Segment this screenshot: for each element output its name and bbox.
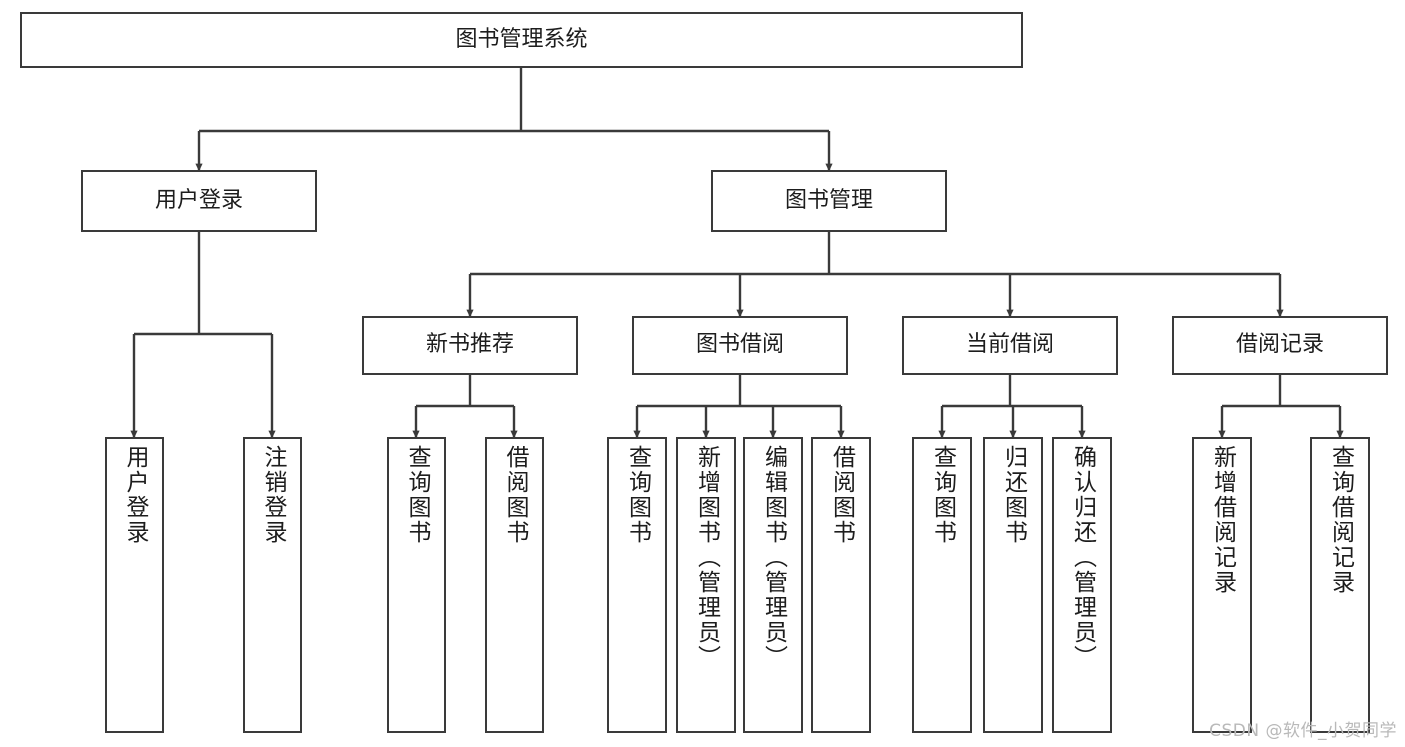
node-label: 注销登录	[260, 445, 286, 545]
node-label: 当前借阅	[965, 332, 1054, 358]
level2-node-图书管理-1[interactable]: 图书管理	[711, 170, 947, 232]
node-label: 查询图书	[624, 445, 651, 545]
node-label: 借阅图书	[828, 445, 855, 545]
node-label: 图书管理系统	[455, 26, 588, 52]
node-label: 编辑图书（管理员）	[760, 445, 787, 670]
leaf-node-查询图书-2[interactable]: 查询图书	[387, 437, 446, 733]
node-label: 图书管理	[784, 187, 873, 213]
leaf-node-归还图书-9[interactable]: 归还图书	[983, 437, 1043, 733]
node-label: 用户登录	[122, 445, 148, 545]
leaf-node-新增图书管理员-5[interactable]: 新增图书（管理员）	[676, 437, 736, 733]
node-label: 借阅图书	[502, 445, 528, 545]
level3-node-图书借阅-1[interactable]: 图书借阅	[632, 316, 848, 375]
level3-node-借阅记录-3[interactable]: 借阅记录	[1172, 316, 1388, 375]
node-label: 新增借阅记录	[1209, 445, 1236, 595]
leaf-node-确认归还管理员-10[interactable]: 确认归还（管理员）	[1052, 437, 1112, 733]
leaf-node-编辑图书管理员-6[interactable]: 编辑图书（管理员）	[743, 437, 803, 733]
root-node-图书管理系统-0[interactable]: 图书管理系统	[20, 12, 1023, 68]
leaf-node-注销登录-1[interactable]: 注销登录	[243, 437, 302, 733]
level2-node-用户登录-0[interactable]: 用户登录	[81, 170, 317, 232]
node-label: 借阅记录	[1235, 332, 1324, 358]
leaf-node-借阅图书-3[interactable]: 借阅图书	[485, 437, 544, 733]
node-label: 图书借阅	[695, 332, 784, 358]
leaf-node-查询借阅记录-12[interactable]: 查询借阅记录	[1310, 437, 1370, 733]
node-label: 用户登录	[154, 187, 243, 213]
leaf-node-新增借阅记录-11[interactable]: 新增借阅记录	[1192, 437, 1252, 733]
leaf-node-借阅图书-7[interactable]: 借阅图书	[811, 437, 871, 733]
node-label: 新增图书（管理员）	[693, 445, 720, 670]
node-label: 确认归还（管理员）	[1069, 445, 1096, 670]
leaf-node-查询图书-8[interactable]: 查询图书	[912, 437, 972, 733]
node-label: 查询图书	[404, 445, 430, 545]
node-label: 查询图书	[929, 445, 956, 545]
node-label: 归还图书	[1000, 445, 1027, 545]
node-label: 查询借阅记录	[1327, 445, 1354, 595]
level3-node-新书推荐-0[interactable]: 新书推荐	[362, 316, 578, 375]
leaf-node-查询图书-4[interactable]: 查询图书	[607, 437, 667, 733]
leaf-node-用户登录-0[interactable]: 用户登录	[105, 437, 164, 733]
level3-node-当前借阅-2[interactable]: 当前借阅	[902, 316, 1118, 375]
csdn-watermark: CSDN @软件_小贺同学	[1209, 721, 1397, 741]
node-label: 新书推荐	[425, 332, 514, 358]
